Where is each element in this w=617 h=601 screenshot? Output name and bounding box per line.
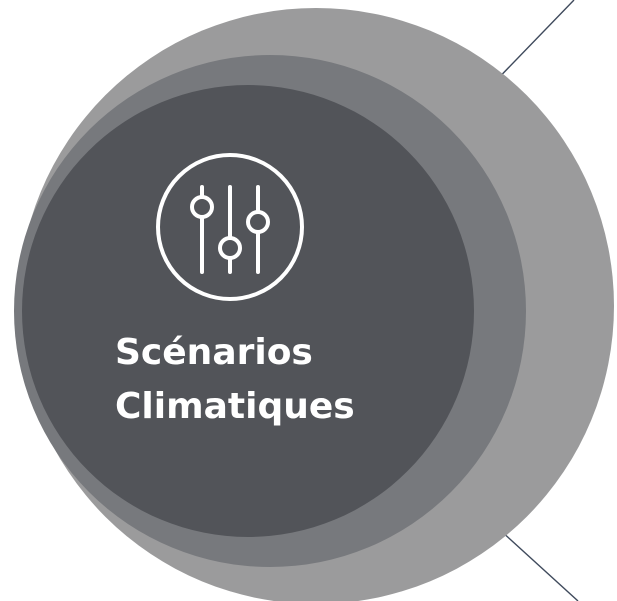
label-line-1: Scénarios [115,332,313,373]
inner-circle [22,85,474,537]
sliders-icon [156,153,304,301]
label-line-2: Climatiques [115,386,355,427]
